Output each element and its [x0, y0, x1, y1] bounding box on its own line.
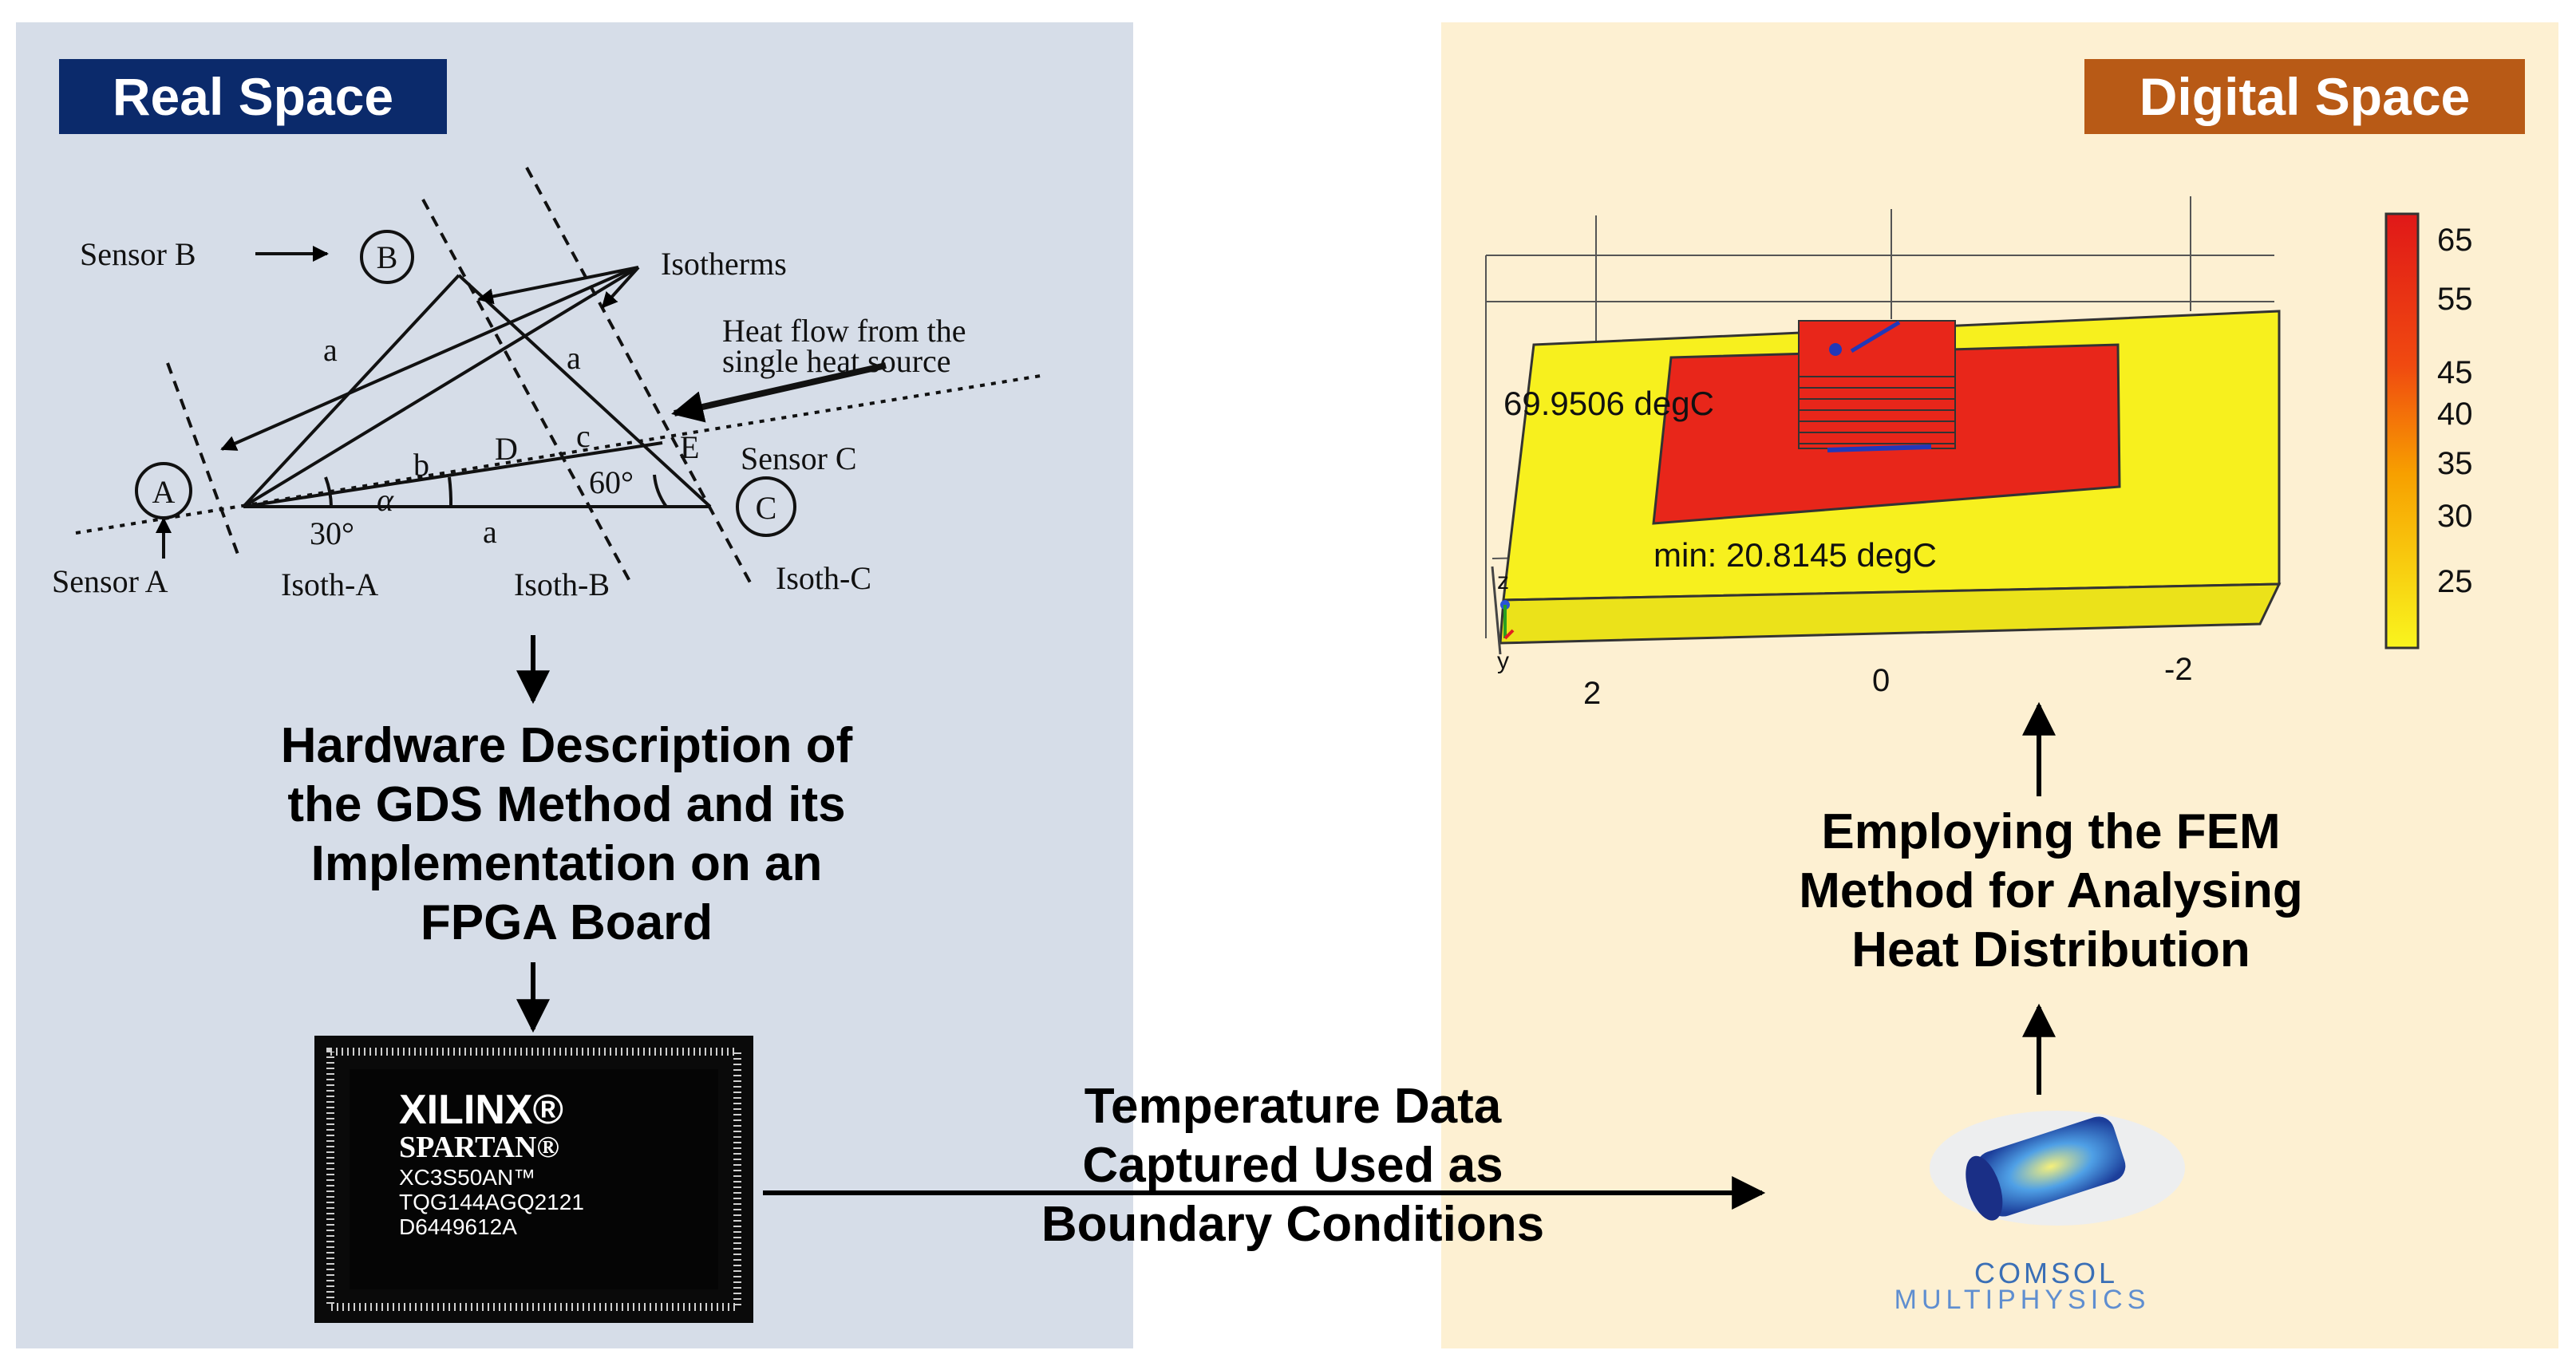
- digital-space-badge: Digital Space: [2084, 59, 2525, 134]
- comsol-word: COMSOL: [1974, 1257, 2118, 1289]
- axis-tick-minus2: -2: [2164, 652, 2193, 687]
- multiphysics-word: MULTIPHYSICS: [1894, 1285, 2151, 1315]
- isotherm-line-c: [525, 167, 752, 583]
- real-space-badge: Real Space: [59, 59, 447, 134]
- isoth-b-label: Isoth-B: [514, 567, 610, 602]
- sensor-b-label: Sensor B: [80, 236, 196, 272]
- line-a-to-e: [243, 441, 663, 508]
- sensor-a-label: Sensor A: [52, 563, 168, 599]
- heat-line-2: [220, 268, 631, 451]
- fem-line-2: Method for Analysing: [1799, 863, 2303, 918]
- side-a-label-1: a: [323, 332, 338, 368]
- hw-line-1: Hardware Description of: [280, 718, 853, 773]
- isotherm-pointer-2: [601, 266, 640, 309]
- node-b-circle: [360, 230, 414, 284]
- node-a-label: A: [152, 474, 176, 510]
- isoth-a-label: Isoth-A: [281, 567, 378, 602]
- angle-30-arc: [324, 476, 333, 507]
- colorbar-tick-55: 55: [2437, 282, 2473, 317]
- heat-flow-label-line1: Heat flow from the: [722, 313, 966, 349]
- label-c: c: [576, 418, 591, 454]
- colorbar-tick-25: 25: [2437, 564, 2473, 599]
- isotherms-label: Isotherms: [661, 246, 787, 282]
- colorbar-tick-35: 35: [2437, 446, 2473, 481]
- heat-source-stack: [1798, 320, 1956, 449]
- angle-60-label: 60°: [589, 464, 634, 500]
- axis-tick-2: 2: [1583, 676, 1601, 711]
- axis-tick-0: 0: [1872, 663, 1890, 698]
- temperature-colorbar: 65 55 45 40 35 30 25: [2384, 212, 2473, 649]
- side-a-label-2: a: [567, 340, 581, 376]
- min-temp-label: min: 20.8145 degC: [1653, 536, 1937, 574]
- coord-red: [1503, 629, 1515, 640]
- fem-line-3: Heat Distribution: [1851, 922, 2250, 977]
- fem-method-text: Employing the FEM Method for Analysing H…: [1692, 803, 2410, 980]
- sensor-marks-bottom: [1827, 444, 1932, 452]
- colorbar-gradient: [2384, 212, 2420, 649]
- hw-line-2: the GDS Method and its: [287, 777, 846, 832]
- angle-30-label: 30°: [310, 515, 354, 551]
- chip-series: SPARTAN®: [399, 1131, 559, 1164]
- heat-flow-arrow: [671, 362, 887, 423]
- side-a-label-3: a: [483, 514, 497, 550]
- chip-pins: [326, 1048, 741, 1311]
- alpha-label: α: [377, 482, 394, 518]
- chip-body: [350, 1069, 718, 1289]
- baseline-dotted: [75, 373, 1046, 535]
- coord-axis: [1491, 566, 1502, 655]
- angle-alpha-arc: [448, 476, 453, 507]
- flow-marker: [1850, 320, 1901, 353]
- colorbar-tick-30: 30: [2437, 499, 2473, 534]
- hw-line-4: FPGA Board: [420, 895, 713, 950]
- colorbar-tick-65: 65: [2437, 223, 2473, 258]
- comsol-cylinder-end: [1966, 1155, 2003, 1221]
- heat-flow-label-line2: single heat source: [722, 343, 951, 379]
- sensor-c-label: Sensor C: [741, 440, 857, 476]
- hardware-description-text: Hardware Description of the GDS Method a…: [144, 717, 990, 953]
- node-b-label: B: [377, 239, 398, 275]
- temperature-data-text: Temperature Data Captured Used as Bounda…: [950, 1077, 1636, 1254]
- node-a-circle: [135, 462, 192, 519]
- heat-simulation-render: 69.9506 degC min: 20.8145 degC z y 2 0 -…: [1485, 196, 2282, 711]
- slab-front: [1499, 582, 2282, 645]
- chip-brand: XILINX®: [399, 1087, 563, 1133]
- label-e: E: [680, 429, 699, 465]
- chip-line3: D6449612A: [399, 1214, 517, 1239]
- temp-line-2: Captured Used as: [1082, 1138, 1503, 1193]
- node-c-circle: [736, 476, 796, 537]
- angle-60-arc: [653, 474, 668, 508]
- axis-z-label: z: [1497, 568, 1509, 594]
- heat-line-1: [242, 266, 640, 508]
- label-d: D: [495, 431, 518, 467]
- chip-line2: TQG144AGQ2121: [399, 1190, 584, 1214]
- label-b: b: [413, 447, 429, 483]
- isotherm-pointer-1: [477, 266, 639, 305]
- triangle-side-bc: [457, 274, 712, 508]
- isoth-c-label: Isoth-C: [776, 560, 871, 596]
- colorbar-tick-40: 40: [2437, 397, 2473, 432]
- comsol-logo: COMSOL MULTIPHYSICS: [1894, 1111, 2185, 1315]
- isotherm-line-a: [166, 362, 241, 559]
- max-marker: [1829, 343, 1842, 356]
- fpga-chip: XILINX® SPARTAN® XC3S50AN™ TQG144AGQ2121…: [314, 1036, 753, 1323]
- hw-line-3: Implementation on an: [310, 836, 823, 891]
- gds-diagram-labels: Sensor B B A C Isotherms Heat flow from …: [52, 236, 966, 602]
- temp-line-3: Boundary Conditions: [1041, 1197, 1545, 1252]
- node-c-label: C: [756, 490, 777, 526]
- gds-geometry-diagram: [75, 167, 1046, 583]
- colorbar-tick-45: 45: [2437, 355, 2473, 390]
- chip-line1: XC3S50AN™: [399, 1165, 535, 1190]
- max-temp-label: 69.9506 degC: [1503, 385, 1714, 422]
- temp-line-1: Temperature Data: [1084, 1079, 1502, 1134]
- comsol-cylinder: [1976, 1116, 2126, 1217]
- fem-line-1: Employing the FEM: [1821, 804, 2281, 859]
- axis-y-label: y: [1497, 648, 1509, 674]
- isotherm-line-b: [421, 199, 632, 583]
